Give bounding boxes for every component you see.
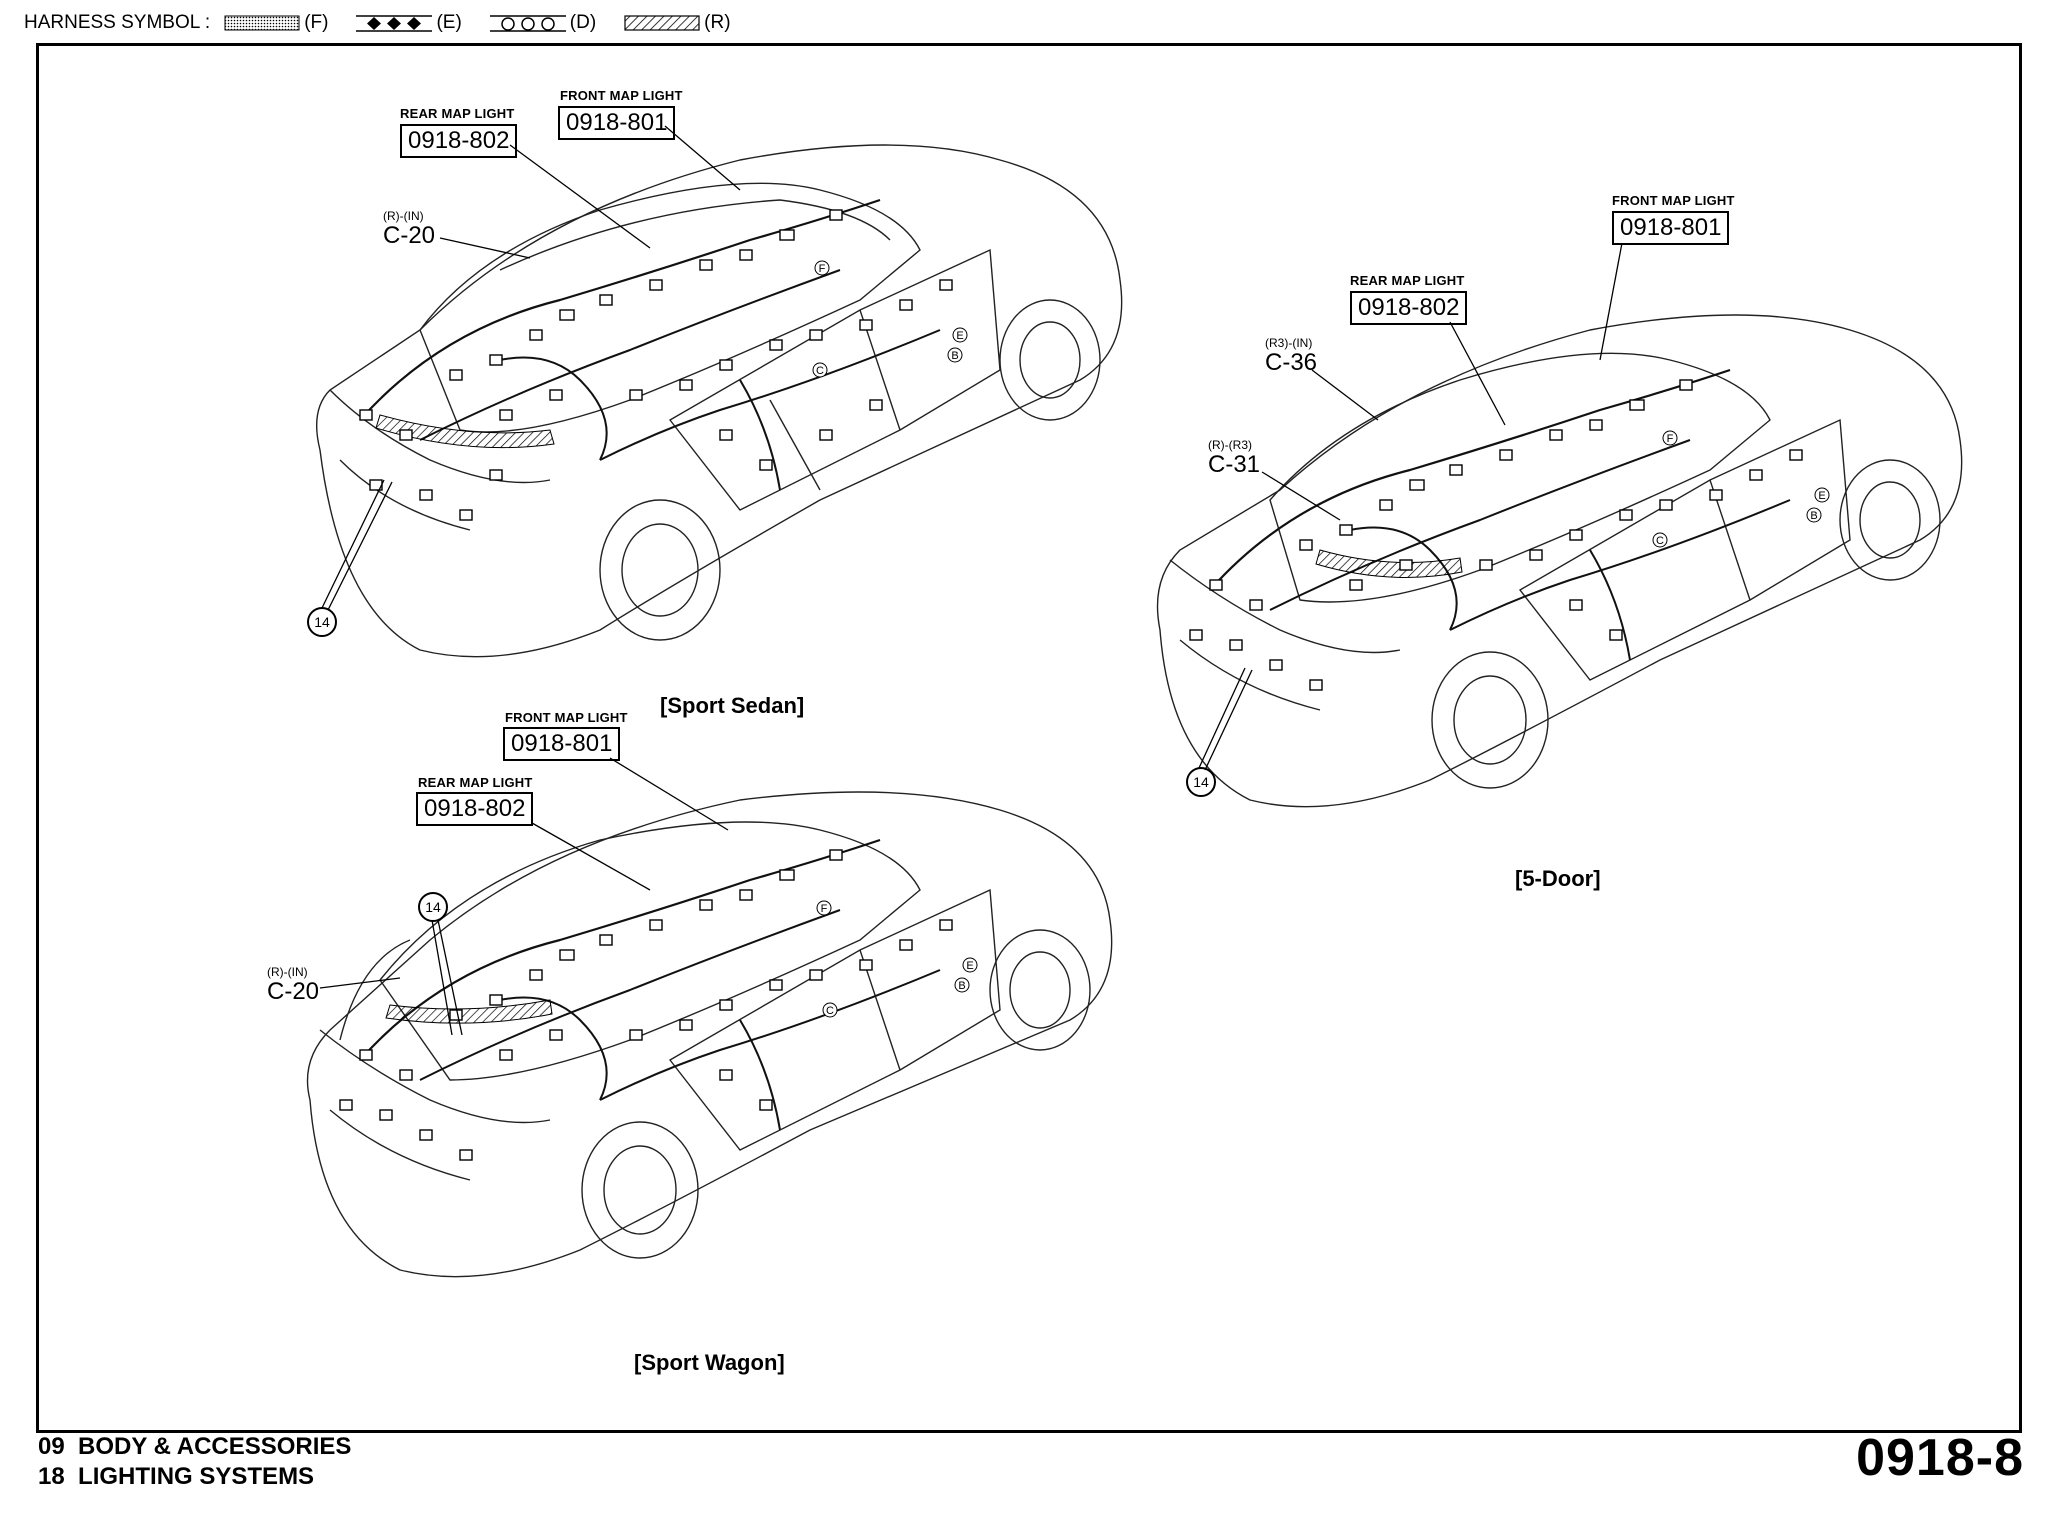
- svg-text:C: C: [1656, 535, 1664, 547]
- svg-text:B: B: [1810, 510, 1817, 522]
- svg-text:B: B: [958, 980, 965, 992]
- sedan-front-map-light-label: FRONT MAP LIGHT: [560, 88, 683, 103]
- sport-wagon-car-drawing: F C E B: [306, 791, 1113, 1278]
- footer-line1-text: BODY & ACCESSORIES: [78, 1433, 352, 1460]
- footer-line1-num: 09: [38, 1433, 65, 1460]
- sedan-rear-map-light-code: 0918-802: [400, 124, 518, 158]
- five-door-caption: [5-Door]: [1515, 866, 1601, 891]
- five-door-connector1-id: C-36: [1265, 349, 1318, 376]
- diagram-frame: [36, 43, 2022, 1433]
- five-door-connector2-id: C-31: [1208, 451, 1261, 478]
- wagon-rear-map-light-label: REAR MAP LIGHT: [418, 775, 533, 790]
- five-door-ground-point: 14: [1186, 767, 1216, 797]
- hatched-symbol: [624, 15, 700, 31]
- wagon-rear-map-light-code: 0918-802: [416, 792, 534, 826]
- diamond-symbol: [356, 15, 433, 32]
- sedan-rear-map-light-label: REAR MAP LIGHT: [400, 106, 515, 121]
- svg-text:E: E: [1818, 490, 1825, 502]
- svg-text:E: E: [966, 960, 973, 972]
- harness-symbol-legend: HARNESS SYMBOL : (F) (E) (D) (R): [24, 8, 753, 38]
- svg-text:C: C: [826, 1005, 834, 1017]
- five-door-rear-map-light-label: REAR MAP LIGHT: [1350, 273, 1465, 288]
- five-door-rear-map-light-code: 0918-802: [1350, 291, 1468, 325]
- footer-line2-num: 18: [38, 1463, 65, 1490]
- wagon-connector-tag: (R)-(IN): [267, 965, 308, 979]
- legend-letter-d: (D): [569, 12, 597, 33]
- svg-text:F: F: [821, 903, 828, 915]
- wagon-ground-point: 14: [418, 892, 448, 922]
- legend-label: HARNESS SYMBOL :: [24, 12, 211, 33]
- sedan-caption: [Sport Sedan]: [660, 693, 805, 718]
- five-door-front-map-light-label: FRONT MAP LIGHT: [1612, 193, 1735, 208]
- circle-symbol: [489, 15, 566, 32]
- wagon-caption: [Sport Wagon]: [634, 1350, 785, 1375]
- legend-letter-f: (F): [304, 12, 329, 33]
- svg-text:C: C: [816, 365, 824, 377]
- wagon-front-map-light-label: FRONT MAP LIGHT: [505, 710, 628, 725]
- five-door-car-drawing: F C E B: [1156, 314, 1963, 808]
- svg-text:F: F: [819, 263, 826, 275]
- five-door-connector2-tag: (R)-(R3): [1208, 438, 1252, 452]
- five-door-connector1-tag: (R3)-(IN): [1265, 336, 1313, 350]
- wagon-connector-id: C-20: [267, 978, 320, 1005]
- svg-text:B: B: [951, 350, 958, 362]
- five-door-front-map-light-code: 0918-801: [1612, 211, 1730, 245]
- svg-text:E: E: [956, 330, 963, 342]
- legend-letter-r: (R): [704, 12, 731, 33]
- dotted-symbol: [224, 15, 300, 31]
- svg-text:F: F: [1667, 433, 1674, 445]
- wagon-front-map-light-code: 0918-801: [503, 727, 621, 761]
- footer-section: 09 BODY & ACCESSORIES 18 LIGHTING SYSTEM…: [38, 1432, 351, 1492]
- sedan-front-map-light-code: 0918-801: [558, 106, 676, 140]
- sport-sedan-car-drawing: F C E B: [315, 144, 1123, 658]
- footer-line2-text: LIGHTING SYSTEMS: [78, 1463, 315, 1490]
- sedan-connector-tag: (R)-(IN): [383, 209, 424, 223]
- legend-letter-e: (E): [436, 12, 462, 33]
- sedan-connector-id: C-20: [383, 222, 436, 249]
- page-code: 0918-8: [1856, 1429, 2024, 1487]
